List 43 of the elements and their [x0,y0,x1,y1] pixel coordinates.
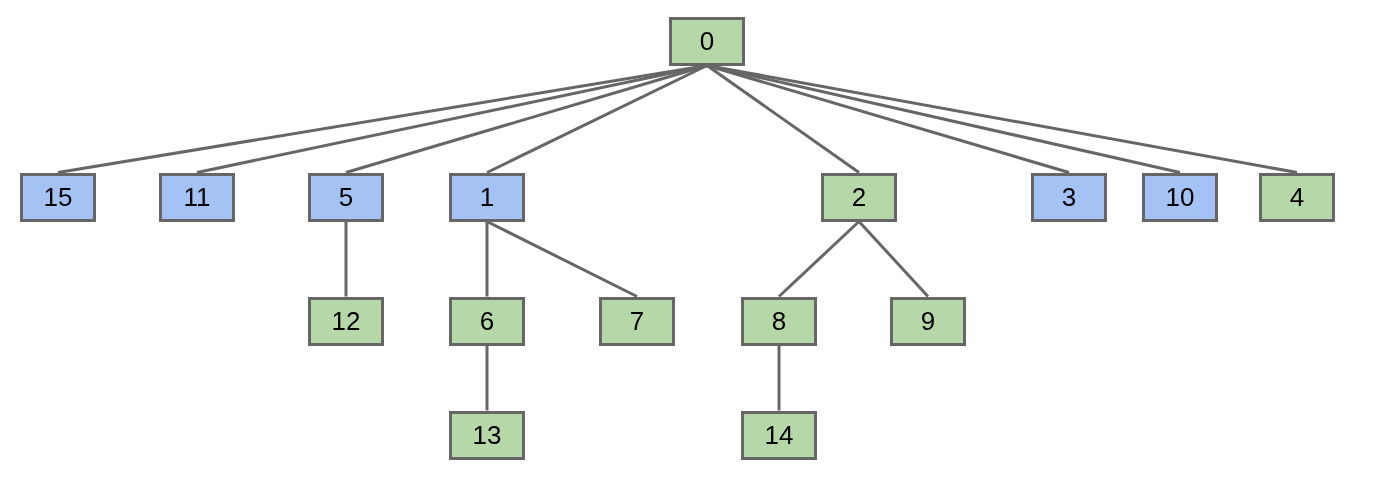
node-label: 0 [699,25,715,57]
connector-line [706,64,860,174]
node-label: 14 [764,419,794,451]
connector-line [706,64,1181,174]
connector-line [486,220,638,298]
node-label: 6 [479,305,495,337]
connector-line [344,221,348,297]
node-label: 11 [183,181,211,213]
tree-node-box [20,172,96,222]
node-label: 9 [920,305,936,337]
connector-line [777,220,861,298]
tree-node-box [890,296,966,346]
tree-node-box [1259,172,1335,222]
tree-node-box [1031,172,1107,222]
tree-node-box [308,172,384,222]
node-label: 5 [338,181,354,213]
tree-node-box [741,296,817,346]
node-label: 15 [43,181,73,213]
tree-node-box [449,296,525,346]
tree-node-box [599,296,675,346]
node-label: 1 [479,181,495,213]
connector-line [777,345,781,411]
node-label: 7 [629,305,645,337]
connector-line [486,64,708,174]
tree-node-box [1142,172,1218,222]
tree-node-box [449,172,525,222]
tree-node-box [821,172,897,222]
tree-node-box [159,172,235,222]
node-label: 10 [1165,181,1195,213]
connector-line [706,64,1070,174]
tree-node-box [669,16,745,66]
connector-line [485,221,489,297]
tree-node-box [308,296,384,346]
node-label: 3 [1061,181,1077,213]
connector-line [857,220,930,298]
node-label: 8 [771,305,787,337]
node-label: 4 [1289,181,1305,213]
node-label: 2 [851,181,867,213]
node-label: 12 [331,305,361,337]
connector-line [485,345,489,411]
tree-node-box [741,410,817,460]
tree-node-box [449,410,525,460]
node-label: 13 [472,419,502,451]
